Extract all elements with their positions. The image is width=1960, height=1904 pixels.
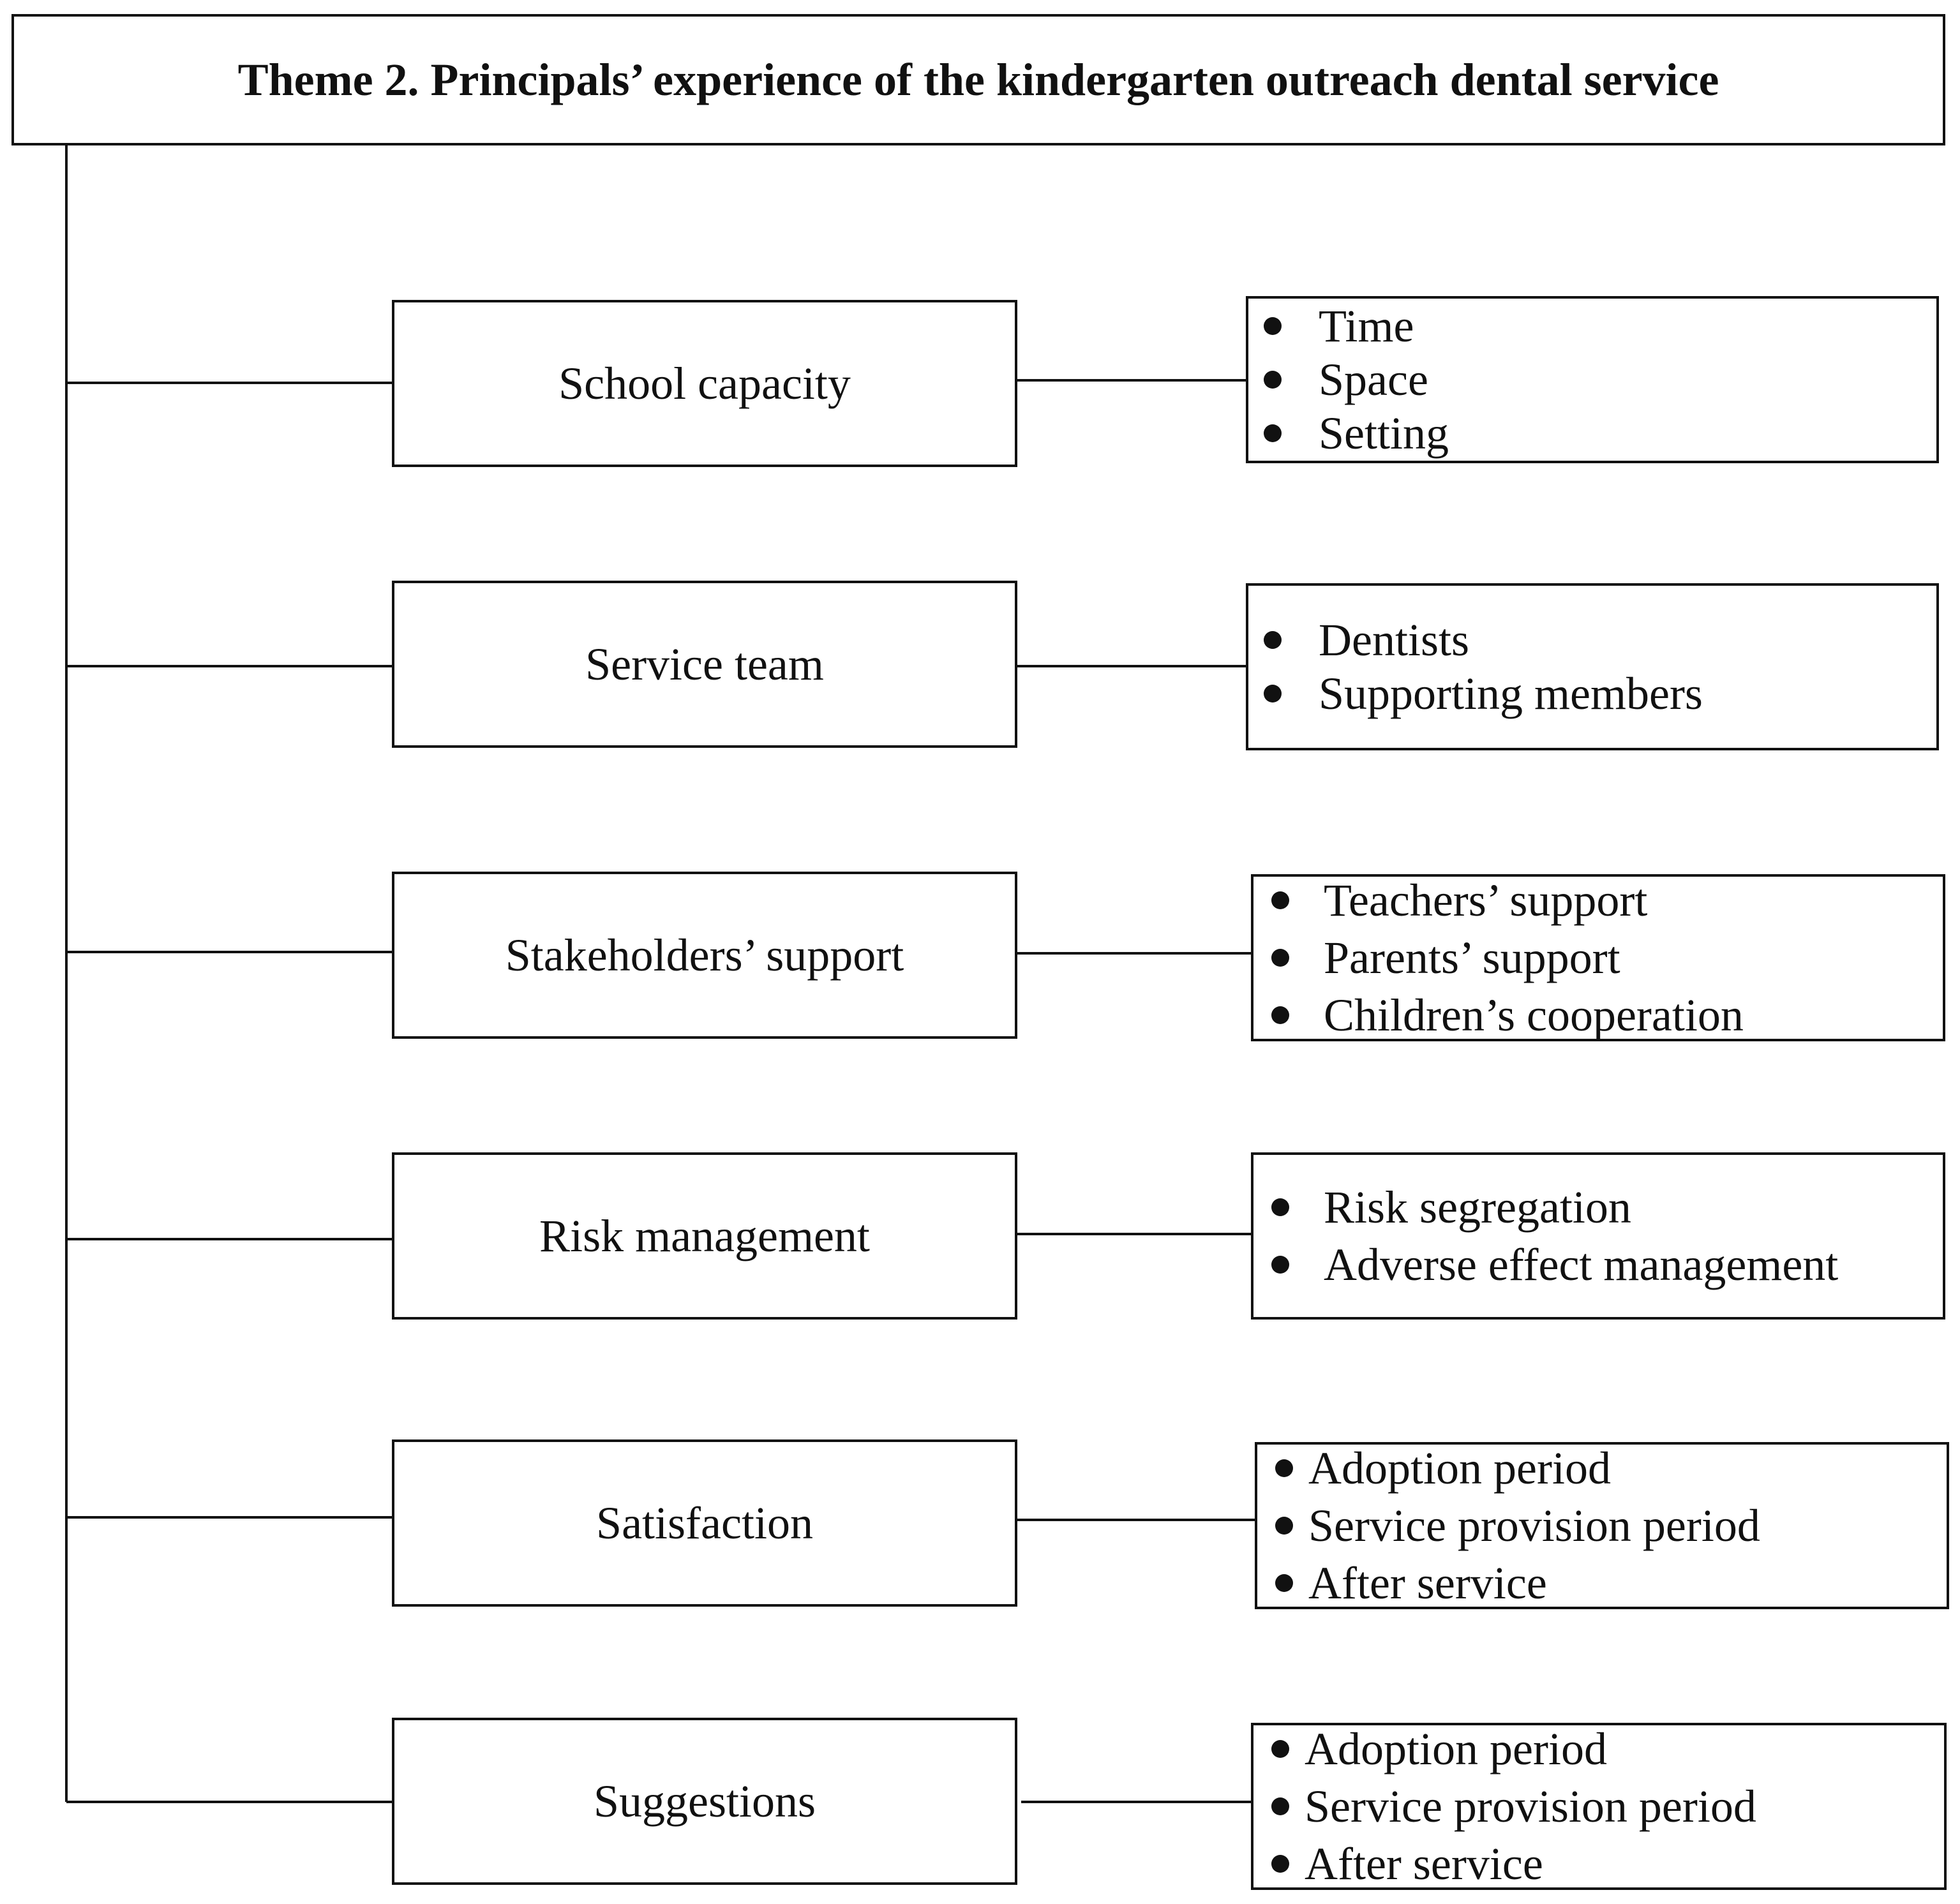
- bullet-list: Teachers’ support Parents’ support Child…: [1253, 872, 1943, 1044]
- detail-box-satisfaction: Adoption period Service provision period…: [1255, 1442, 1949, 1609]
- bullet-item: Adoption period: [1257, 1439, 1947, 1497]
- category-label: Service team: [585, 638, 824, 690]
- category-box-service-team: Service team: [392, 581, 1017, 748]
- bullet-item: Risk segregation: [1253, 1179, 1943, 1236]
- bullet-item: Children’s cooperation: [1253, 986, 1943, 1044]
- bullet-item: After service: [1253, 1835, 1944, 1893]
- detail-box-stakeholders-support: Teachers’ support Parents’ support Child…: [1251, 874, 1945, 1041]
- category-label: Suggestions: [593, 1775, 816, 1827]
- bullet-item: After service: [1257, 1554, 1947, 1612]
- category-label: Risk management: [539, 1210, 870, 1261]
- category-box-risk-management: Risk management: [392, 1152, 1017, 1320]
- bullet-item: Teachers’ support: [1253, 872, 1943, 929]
- bullet-item: Space: [1248, 353, 1936, 406]
- category-box-school-capacity: School capacity: [392, 300, 1017, 467]
- detail-box-service-team: Dentists Supporting members: [1246, 583, 1939, 750]
- category-box-satisfaction: Satisfaction: [392, 1439, 1017, 1607]
- bullet-item: Adoption period: [1253, 1720, 1944, 1778]
- category-box-stakeholders-support: Stakeholders’ support: [392, 872, 1017, 1039]
- bullet-list: Adoption period Service provision period…: [1257, 1439, 1947, 1612]
- bullet-item: Service provision period: [1257, 1497, 1947, 1554]
- detail-box-suggestions: Adoption period Service provision period…: [1251, 1723, 1947, 1890]
- bullet-item: Parents’ support: [1253, 929, 1943, 986]
- bullet-item: Setting: [1248, 406, 1936, 460]
- bullet-item: Adverse effect management: [1253, 1236, 1943, 1293]
- bullet-list: Adoption period Service provision period…: [1253, 1720, 1944, 1893]
- theme-title: Theme 2. Principals’ experience of the k…: [11, 14, 1945, 145]
- category-label: Stakeholders’ support: [505, 929, 904, 981]
- detail-box-school-capacity: Time Space Setting: [1246, 296, 1939, 463]
- bullet-item: Service provision period: [1253, 1778, 1944, 1835]
- bullet-item: Dentists: [1248, 613, 1936, 667]
- bullet-item: Supporting members: [1248, 667, 1936, 720]
- bullet-list: Dentists Supporting members: [1248, 613, 1936, 720]
- category-label: Satisfaction: [596, 1497, 813, 1549]
- bullet-list: Risk segregation Adverse effect manageme…: [1253, 1179, 1943, 1293]
- detail-box-risk-management: Risk segregation Adverse effect manageme…: [1251, 1152, 1945, 1320]
- category-label: School capacity: [558, 357, 851, 409]
- bullet-list: Time Space Setting: [1248, 299, 1936, 460]
- bullet-item: Time: [1248, 299, 1936, 353]
- category-box-suggestions: Suggestions: [392, 1718, 1017, 1885]
